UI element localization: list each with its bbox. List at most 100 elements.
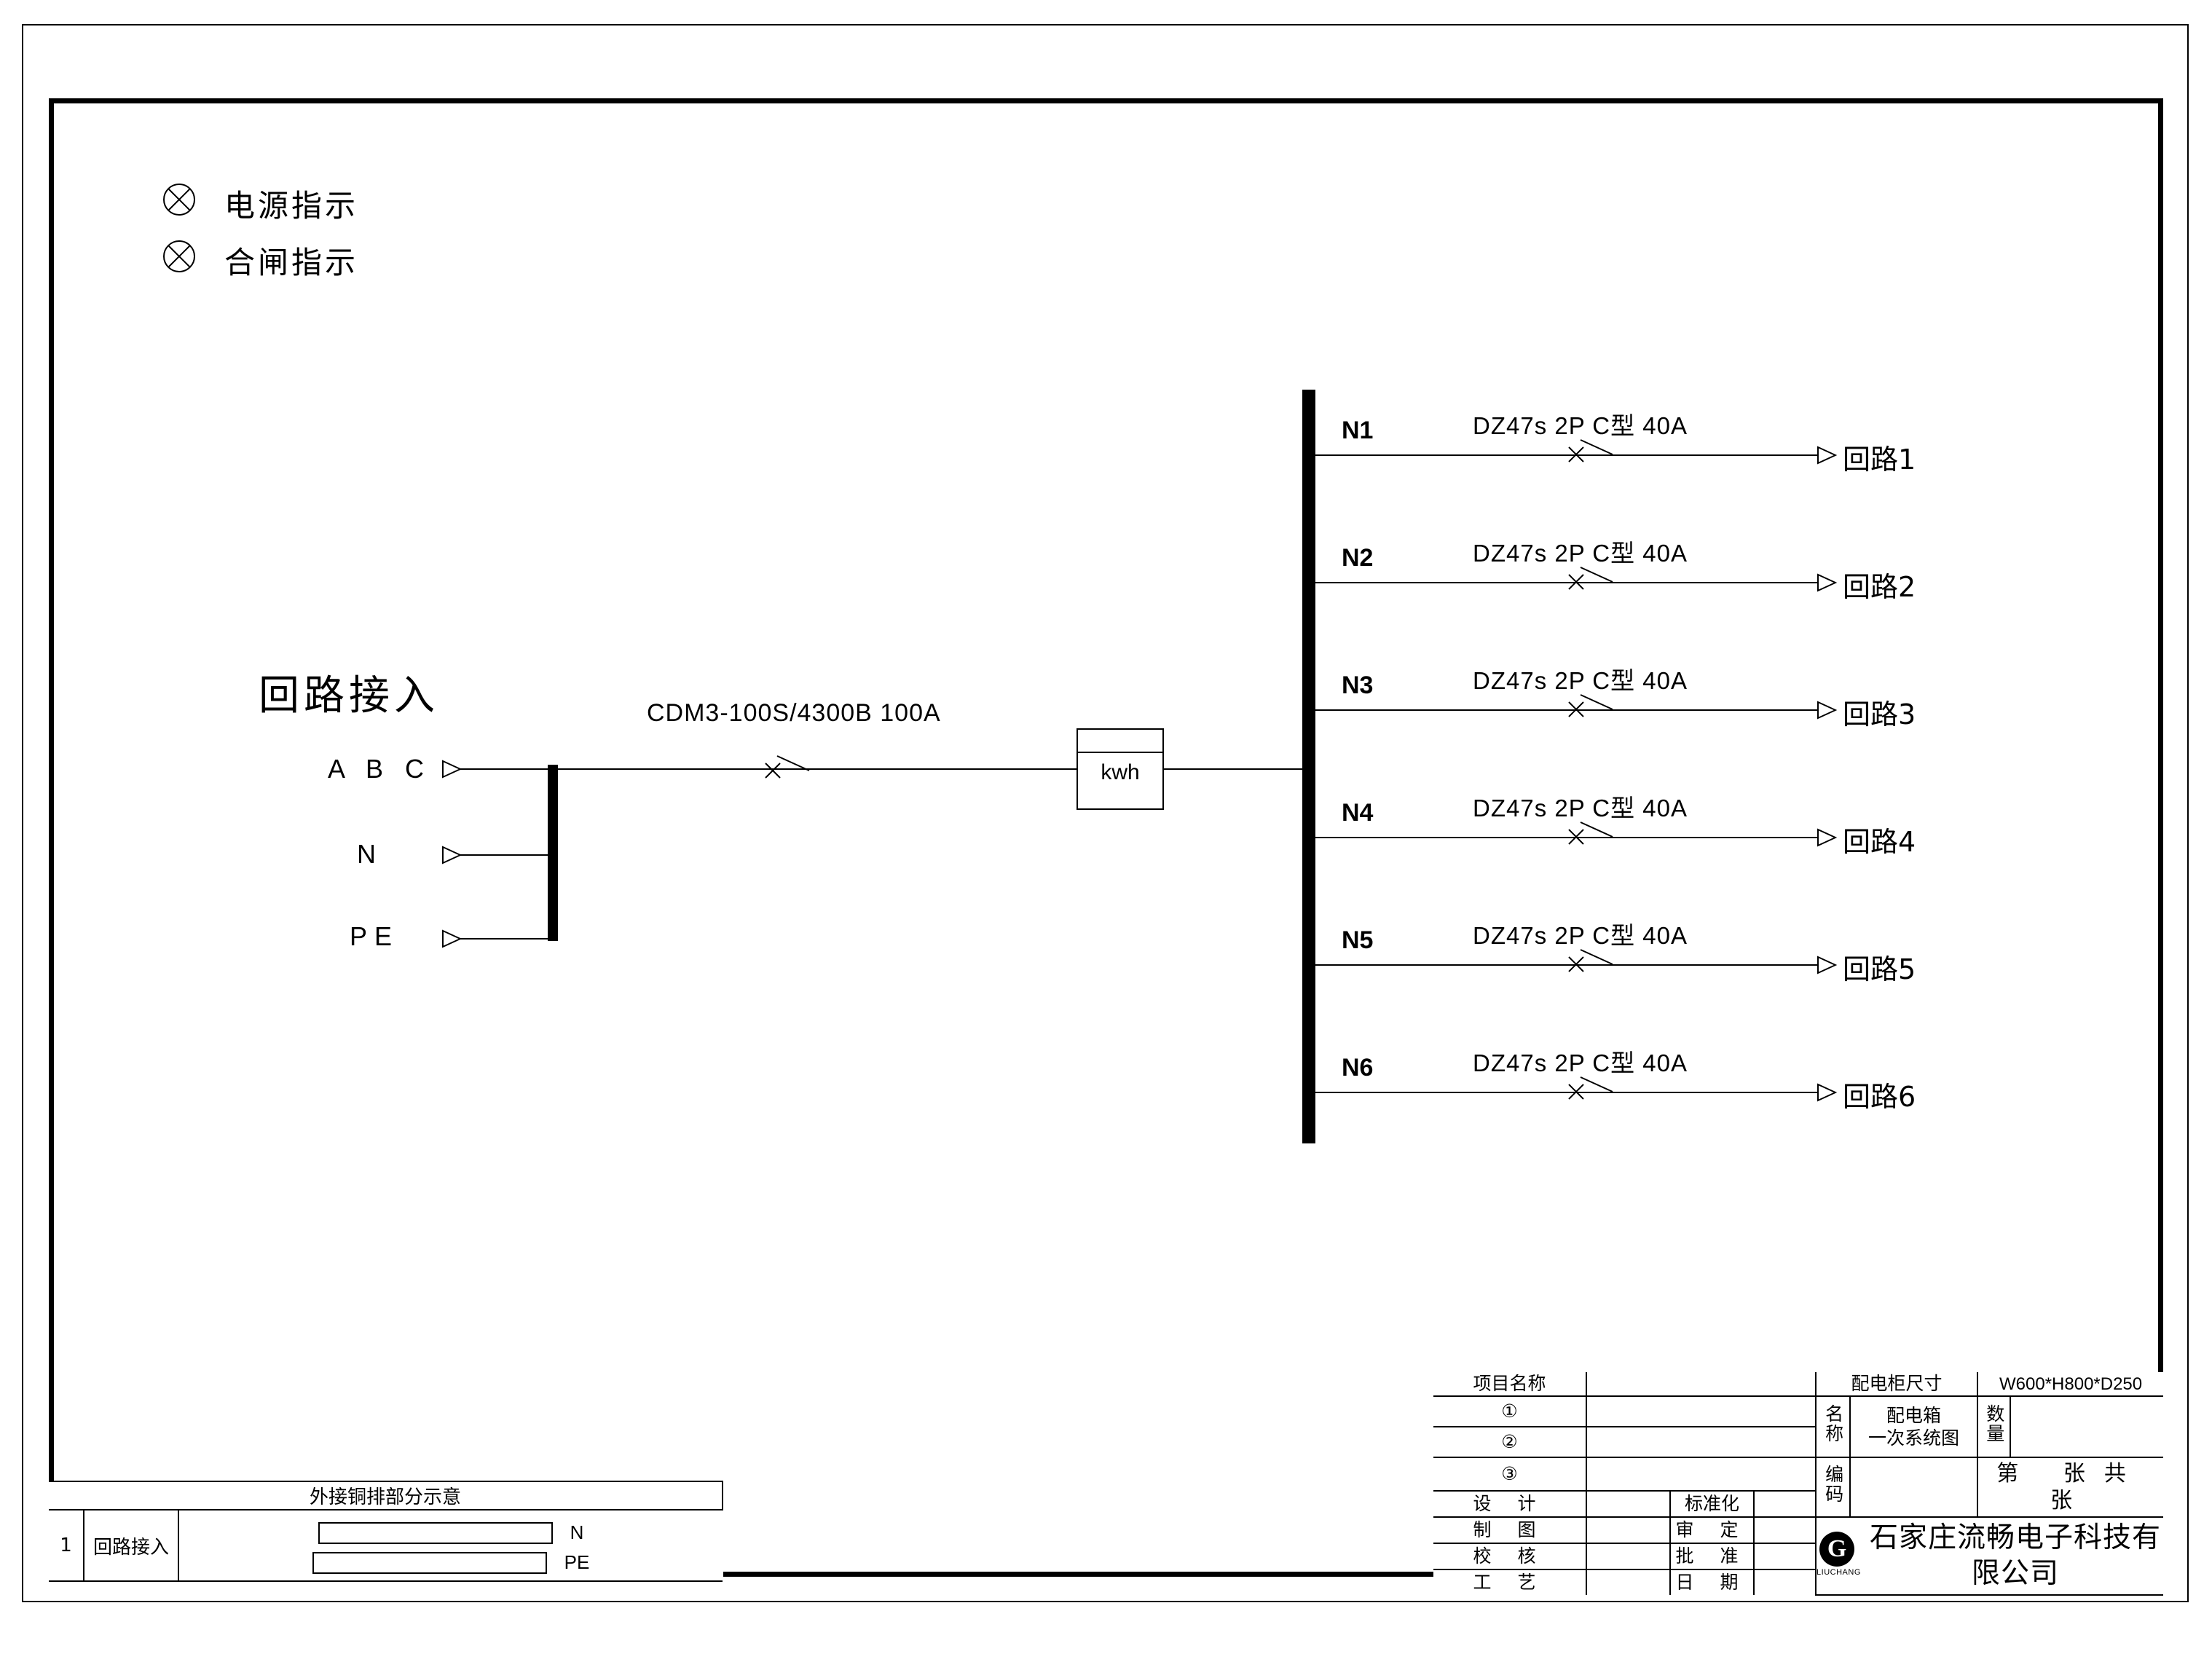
name-value: 配电箱 一次系统图 [1849, 1395, 1979, 1458]
item-marker-2: ② [1433, 1426, 1588, 1458]
branch-node-label: N4 [1342, 799, 1374, 827]
branch-line [1315, 837, 1827, 838]
sign-value-standardize [1753, 1490, 1817, 1518]
table-row: 1 回路接入 N PE [49, 1509, 723, 1582]
bar-strip-n-icon [318, 1521, 553, 1544]
copper-table-header-row: 外接铜排部分示意 [49, 1481, 723, 1510]
lamp-cross-circle-icon [163, 184, 195, 216]
sheet-outer-border [22, 24, 2189, 1602]
branch-breaker-symbol [1564, 1066, 1630, 1117]
main-feed-line-right [1164, 768, 1302, 770]
kwh-meter: kwh [1077, 728, 1164, 810]
branch-line [1315, 964, 1827, 966]
qty-value [2010, 1395, 2164, 1458]
terminal-arrow-abc-icon [441, 759, 462, 779]
sheet-inner-border [49, 98, 2163, 1577]
sign-label-check-text: 校 核 [1473, 1545, 1546, 1567]
meter-divider [1078, 752, 1162, 753]
bar-label-pe: PE [564, 1551, 590, 1573]
name-label: 名称 [1815, 1395, 1851, 1458]
item-value-2 [1586, 1426, 1817, 1458]
sign-value-design [1586, 1490, 1672, 1518]
sign-label-draw: 制 图 [1433, 1516, 1588, 1544]
branch-node-label: N1 [1342, 417, 1374, 444]
sign-label-review-text: 审 定 [1675, 1519, 1749, 1541]
logo-letter: G [1819, 1531, 1855, 1567]
branch-line [1315, 1092, 1827, 1093]
sign-value-date [1753, 1569, 1817, 1595]
title-row-item-1: ① 名称 配电箱 一次系统图 数量 [1433, 1395, 2164, 1458]
sign-label-review: 审 定 [1669, 1516, 1755, 1544]
code-label: 编码 [1815, 1457, 1851, 1518]
cabinet-size-value: W600*H800*D250 [1977, 1372, 2164, 1397]
title-block: 项目名称 配电柜尺寸 W600*H800*D250 ① 名称 配电箱 一次系统图… [1433, 1372, 2164, 1596]
branch-node-label: N6 [1342, 1054, 1374, 1082]
company-name: 石家庄流畅电子科技有限公司 [1870, 1521, 2162, 1590]
sign-value-draw [1586, 1516, 1672, 1544]
branch-outgoing-label: 回路3 [1843, 698, 1916, 730]
sign-label-process: 工 艺 [1433, 1569, 1588, 1595]
branch-spec-label: DZ47s 2P C型 40A [1473, 667, 1688, 694]
branch-arrow-icon [1817, 445, 1837, 465]
title-row-sign-2: 制 图 审 定 G LIUCHANG 石家庄流畅电子科技有限公司 [1433, 1516, 2164, 1596]
sign-value-check [1586, 1543, 1672, 1570]
copper-row-bars: N PE [178, 1509, 723, 1582]
bar-strip-pe-icon [312, 1551, 547, 1574]
terminal-label-n: N [357, 839, 383, 869]
qty-label: 数量 [1977, 1395, 2012, 1458]
sign-label-standardize: 标准化 [1669, 1490, 1755, 1518]
sign-label-approve-text: 批 准 [1675, 1545, 1749, 1567]
copper-bar-n: N [179, 1521, 723, 1544]
title-row-item-2: ② [1433, 1426, 2163, 1458]
sign-label-check: 校 核 [1433, 1543, 1588, 1570]
cabinet-size-label: 配电柜尺寸 [1815, 1372, 1979, 1397]
main-feed-line-left [558, 768, 1077, 770]
branch-node-label: N5 [1342, 926, 1374, 954]
item-value-3 [1586, 1457, 1817, 1492]
legend-item-label-1: 电源指示 [224, 188, 359, 224]
title-row-project: 项目名称 配电柜尺寸 W600*H800*D250 [1433, 1372, 2164, 1397]
branch-spec-label: DZ47s 2P C型 40A [1473, 1049, 1688, 1076]
title-row-sign-3: 校 核 批 准 [1433, 1543, 2163, 1570]
name-label-text: 名称 [1822, 1404, 1844, 1444]
code-label-text: 编码 [1822, 1465, 1844, 1505]
title-row-sign-1: 设 计 标准化 [1433, 1490, 2163, 1518]
terminal-label-abc: A B C [328, 754, 432, 784]
sign-label-design-text: 设 计 [1473, 1493, 1546, 1515]
name-value-line-2: 一次系统图 [1868, 1427, 1960, 1449]
branch-spec-label: DZ47s 2P C型 40A [1473, 922, 1688, 949]
logo-subtext: LIUCHANG [1817, 1567, 1861, 1577]
company-logo-icon: G LIUCHANG [1817, 1531, 1861, 1581]
terminal-arrow-n-icon [441, 845, 462, 864]
name-value-line-1: 配电箱 [1886, 1404, 1942, 1426]
branch-outgoing-label: 回路4 [1843, 826, 1916, 858]
item-marker-3: ③ [1433, 1457, 1588, 1492]
branch-line [1315, 582, 1827, 583]
sign-value-review [1753, 1516, 1817, 1544]
lead-abc [460, 768, 562, 770]
cabinet-size-text: W600*H800*D250 [1999, 1374, 2143, 1394]
sheet-count-text: 第 张共 张 [1996, 1460, 2145, 1514]
lead-n [460, 854, 551, 856]
branch-spec-label: DZ47s 2P C型 40A [1473, 412, 1688, 439]
sign-label-approve: 批 准 [1669, 1543, 1755, 1570]
branch-breaker-symbol [1564, 556, 1630, 607]
sign-value-approve [1753, 1543, 1817, 1570]
company-cell: G LIUCHANG 石家庄流畅电子科技有限公司 [1815, 1516, 2164, 1596]
sign-label-date-text: 日 期 [1675, 1572, 1749, 1594]
sign-label-process-text: 工 艺 [1473, 1572, 1546, 1594]
sign-value-process [1586, 1569, 1672, 1595]
incoming-title: 回路接入 [259, 672, 439, 720]
branch-line [1315, 454, 1827, 456]
title-row-sign-4: 工 艺 日 期 [1433, 1569, 2163, 1595]
main-breaker-symbol [761, 743, 827, 794]
lead-pe [460, 938, 551, 940]
legend-item-label-2: 合闸指示 [224, 245, 359, 280]
title-row-item-3: ③ 编码 第 张共 张 [1433, 1457, 2164, 1518]
branch-arrow-icon [1817, 572, 1837, 592]
branch-outgoing-label: 回路1 [1843, 444, 1916, 476]
copper-row-name: 回路接入 [83, 1509, 179, 1582]
copper-bar-pe: PE [179, 1551, 723, 1574]
branch-breaker-symbol [1564, 684, 1630, 735]
